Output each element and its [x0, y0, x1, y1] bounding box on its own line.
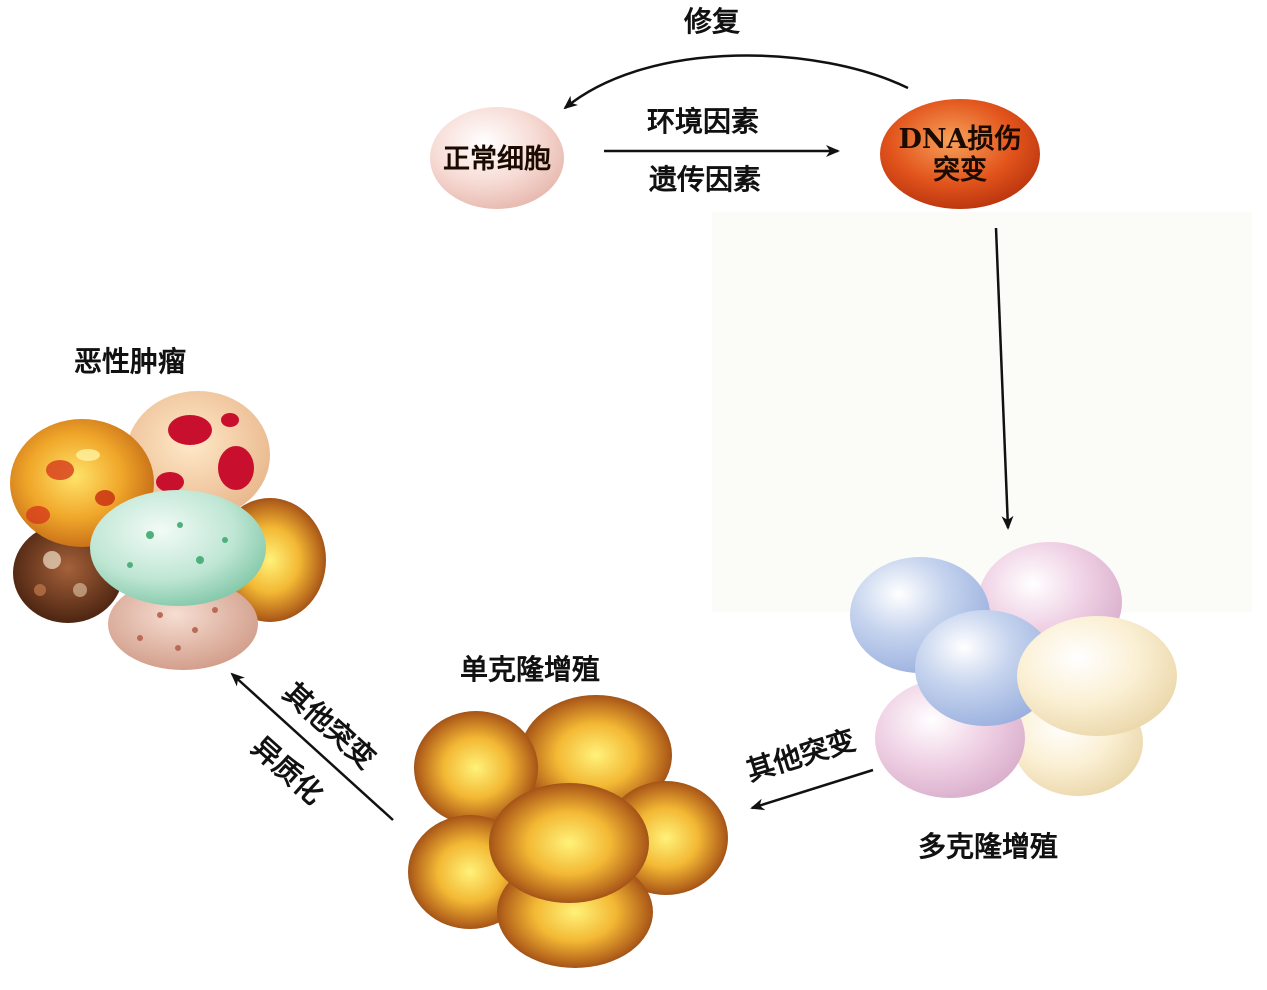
tumor-cell-mint	[90, 490, 266, 606]
malignant-tumor-cluster	[10, 391, 326, 670]
polyclonal-proliferation-label: 多克隆增殖	[918, 830, 1059, 863]
genetic-factors-label: 遗传因素	[649, 163, 762, 196]
dna-damage-label: DNA损伤 突变	[880, 124, 1040, 186]
malignant-tumor-label: 恶性肿瘤	[74, 345, 187, 378]
environmental-factors-label: 环境因素	[647, 105, 760, 138]
polyclonal-cluster	[850, 542, 1177, 798]
monoclonal-cell	[489, 783, 649, 903]
monoclonal-cluster	[408, 695, 728, 968]
normal-cell	[430, 107, 564, 209]
dna-damage-cell	[880, 99, 1040, 209]
monoclonal-proliferation-label: 单克隆增殖	[460, 653, 601, 686]
dna-damage-line1: DNA损伤	[898, 124, 1022, 155]
dna-damage-line2: 突变	[933, 155, 987, 187]
polyclonal-cell	[1017, 616, 1177, 736]
repair-arrow	[563, 54, 909, 110]
monoclonal-to-malignant-arrow	[230, 672, 394, 821]
normal-cell-label: 正常细胞	[443, 144, 551, 175]
damage-to-polyclonal-arrow	[994, 227, 1014, 530]
monoclonal-cell	[414, 711, 538, 825]
background-panel	[712, 212, 1252, 612]
polyclonal-cell	[915, 610, 1055, 726]
repair-label: 修复	[684, 5, 741, 38]
polyclonal-to-monoclonal-arrow	[750, 768, 874, 811]
